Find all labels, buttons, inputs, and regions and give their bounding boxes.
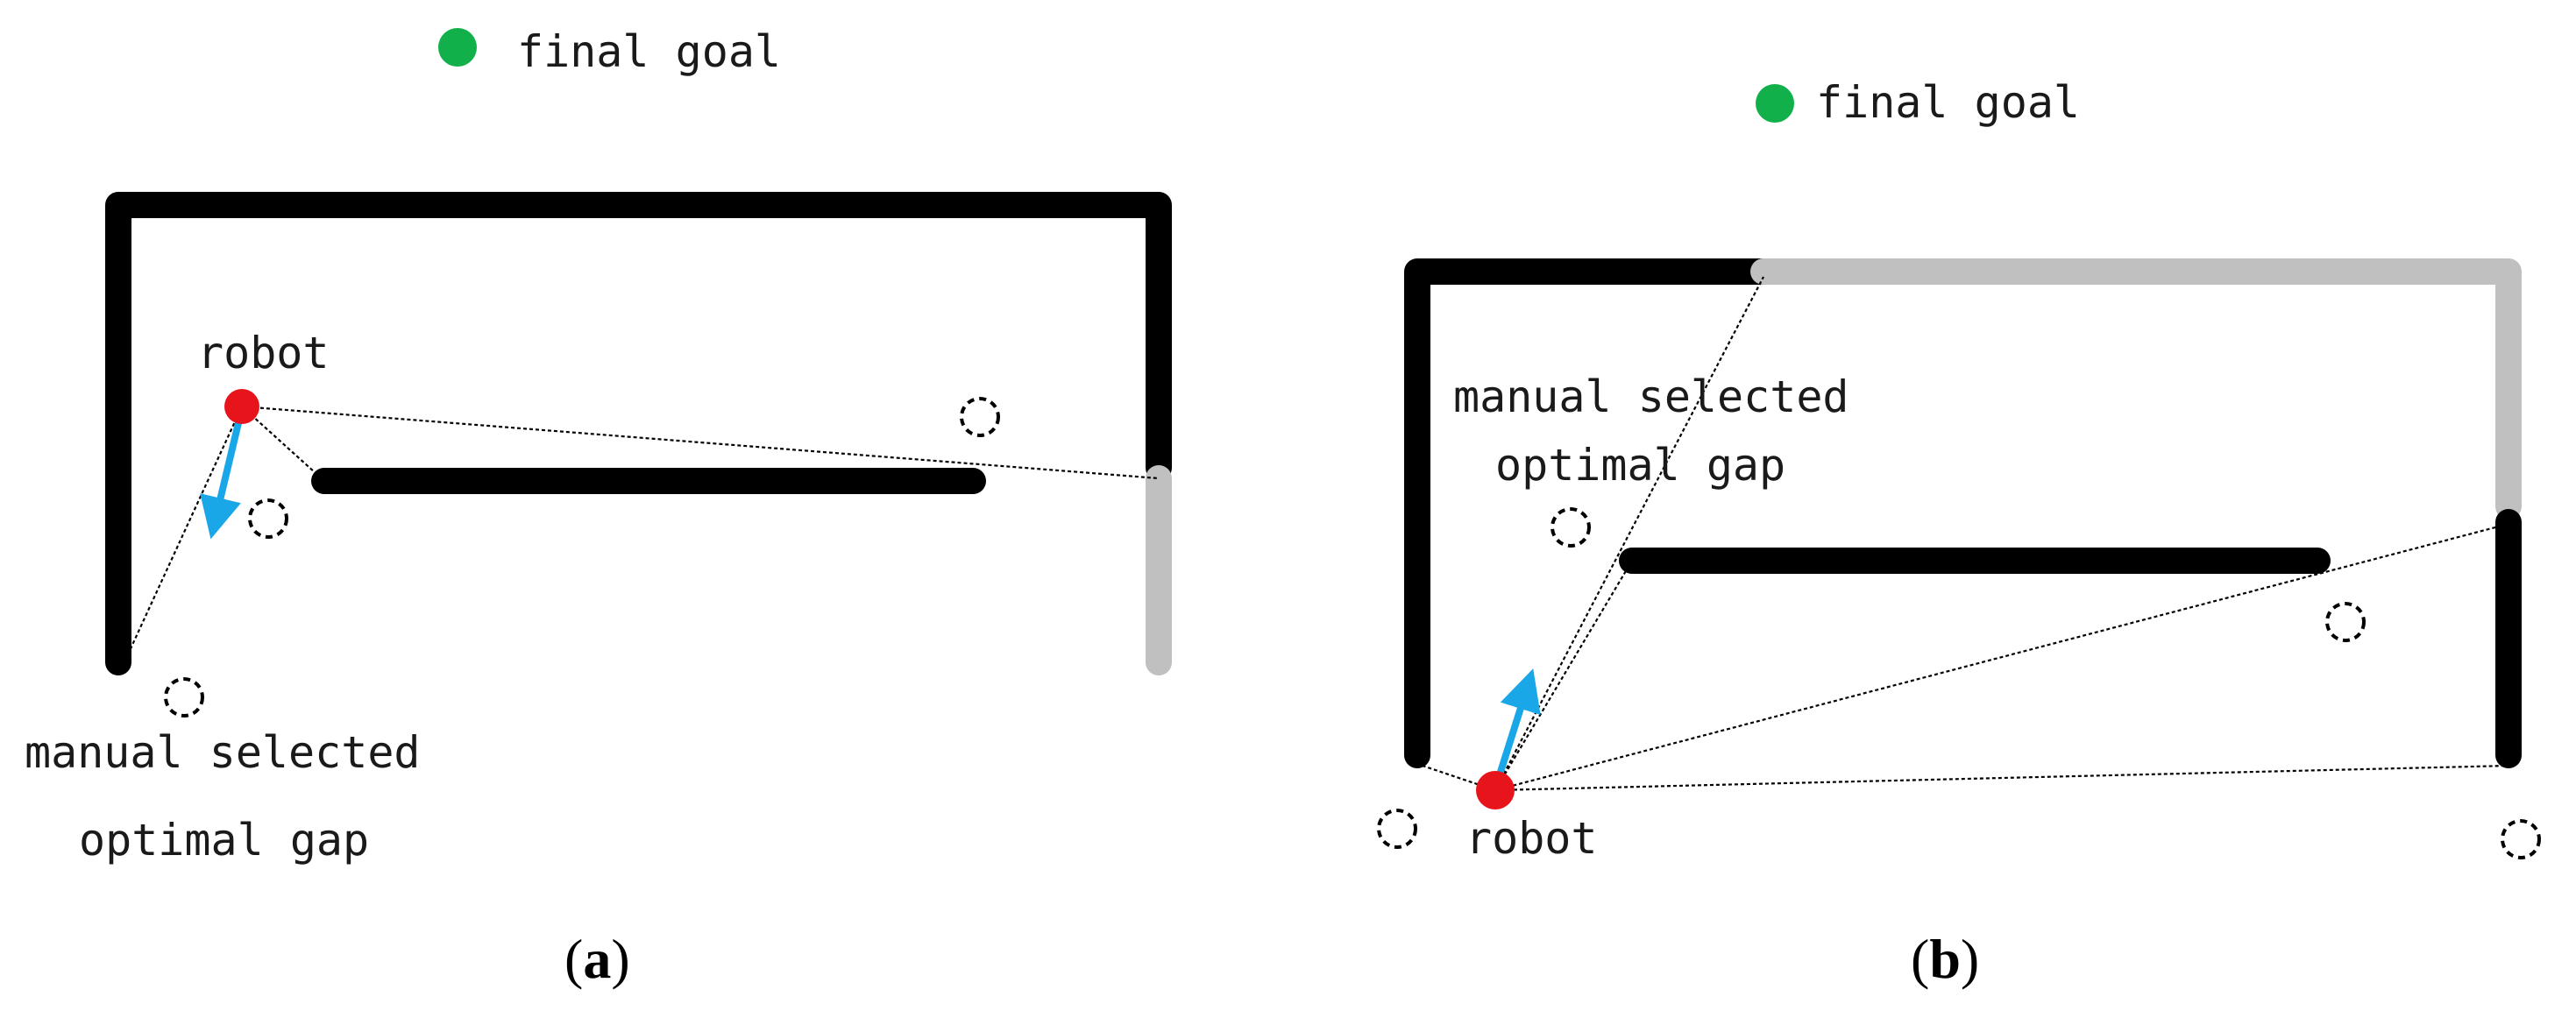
caption-letter: b: [1929, 928, 1961, 990]
gap-circle-icon: [2325, 602, 2366, 642]
robot-label: robot: [197, 328, 330, 378]
heading-arrow-icon: [200, 407, 245, 540]
outer-wall: [105, 192, 1172, 675]
gap-circle-icon: [2501, 819, 2541, 859]
robot-dot-icon: [224, 389, 259, 424]
sight-line: [1494, 522, 2509, 792]
caption-close: ): [1961, 928, 1979, 990]
open-wall-segment: [1750, 258, 2522, 520]
sight-line: [1494, 560, 1633, 791]
sight-line: [241, 405, 1160, 480]
gap-circle-icon: [164, 677, 204, 718]
gap-label-line2: optimal gap: [1495, 440, 1785, 491]
sight-line: [122, 406, 243, 667]
goal-dot-icon: [1756, 84, 1794, 123]
robot-dot-icon: [1476, 771, 1515, 809]
sight-line: [241, 406, 325, 482]
gap-markers: [164, 397, 1000, 718]
gap-circle-icon: [248, 498, 288, 539]
outer-wall: [1404, 258, 1777, 768]
goal-label: final goal: [517, 26, 781, 77]
caption-close: ): [611, 928, 629, 990]
goal-dot-icon: [438, 28, 477, 67]
sight-lines: [1416, 276, 2509, 792]
panel-a: final goal robot manual selected optimal…: [25, 26, 1172, 990]
panel-b: final goal robot manual selected optima: [1377, 77, 2541, 990]
sight-lines: [122, 405, 1160, 667]
gap-circle-icon: [1551, 507, 1591, 548]
gap-markers: [1377, 507, 2541, 859]
gap-label-line1: manual selected: [25, 727, 421, 778]
caption-open: (: [564, 928, 583, 990]
caption-letter: a: [583, 928, 611, 990]
gap-circle-icon: [960, 397, 1000, 437]
panel-caption-b: (b): [1911, 928, 1979, 990]
panel-caption-a: (a): [564, 928, 630, 990]
sight-line: [1494, 276, 1764, 791]
sight-line: [1494, 764, 2509, 792]
goal-label: final goal: [1816, 77, 2080, 128]
robot-label: robot: [1465, 813, 1598, 864]
gap-label-line1: manual selected: [1453, 371, 1849, 422]
gap-label-line2: optimal gap: [79, 815, 369, 866]
caption-open: (: [1911, 928, 1929, 990]
gap-circle-icon: [1377, 809, 1417, 849]
